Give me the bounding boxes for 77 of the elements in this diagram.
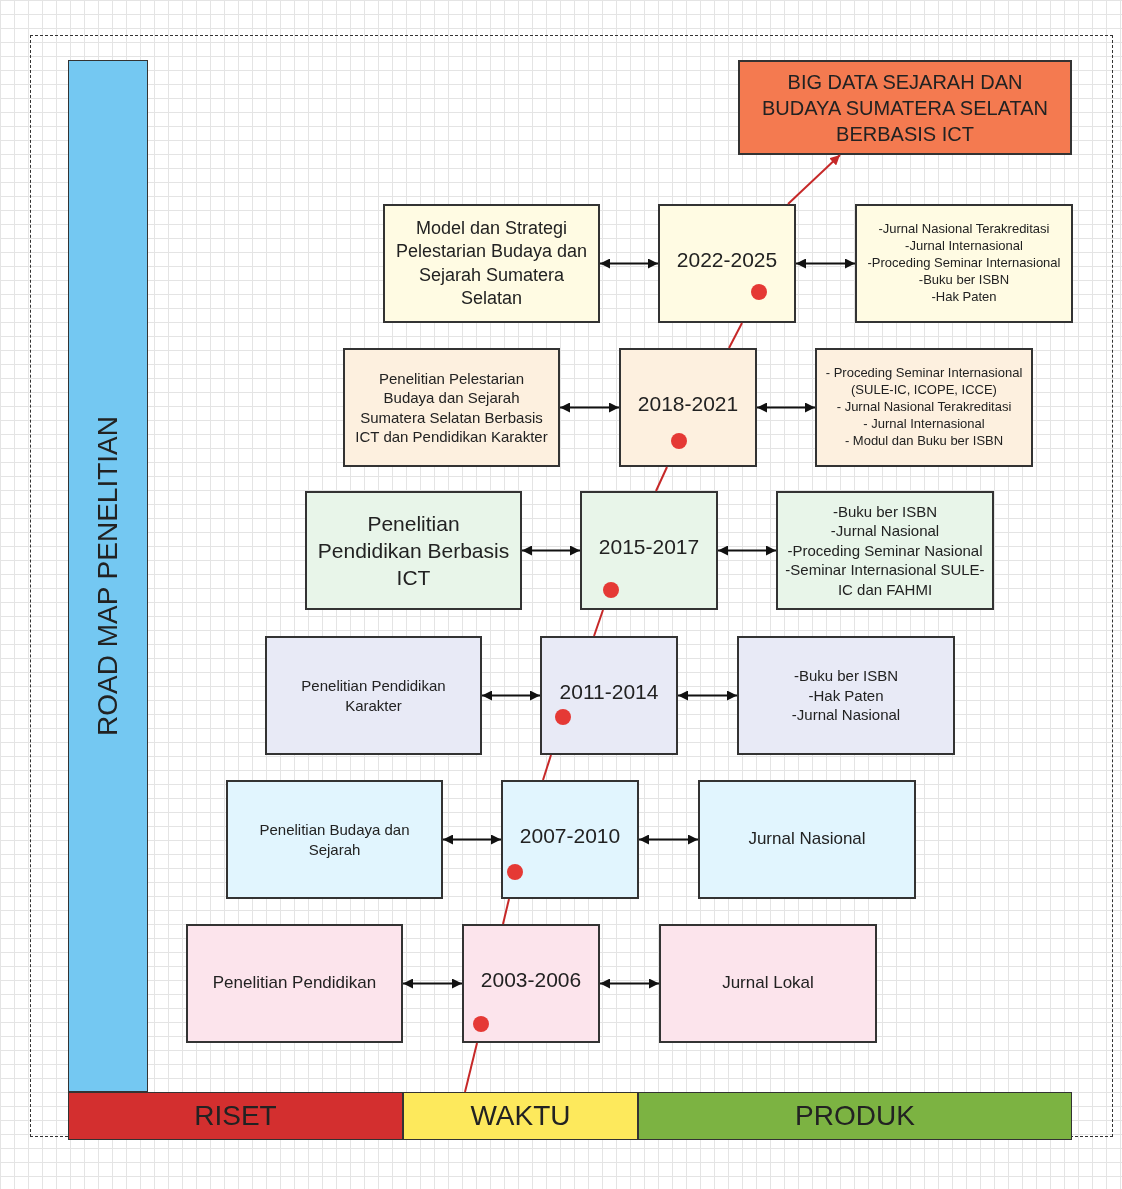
output-item: -Buku ber ISBN [832, 501, 938, 522]
output-item: -Hak Paten [931, 288, 997, 306]
vertical-band [68, 60, 148, 1092]
research-box [305, 491, 522, 610]
research-text: Penelitian Budaya dan Sejarah [258, 820, 411, 859]
output-item: -Proceding Seminar Nasional [787, 540, 983, 561]
timeline-line [502, 898, 510, 925]
band-title: WAKTU [470, 1098, 571, 1133]
output-box [659, 924, 877, 1043]
period-label: 2011-2014 [559, 678, 659, 705]
period-label: 2003-2006 [480, 966, 582, 993]
output-item: - Jurnal Internasional [863, 415, 985, 433]
output-box [855, 204, 1073, 323]
period-box [462, 924, 600, 1043]
research-text: Penelitian Pelestarian Budaya dan Sejarah Sumatera Selatan Berbasis ICT dan Pendidikan Karakter [355, 368, 548, 447]
period-label: 2022-2025 [676, 246, 778, 273]
period-label: 2018-2021 [637, 390, 739, 417]
period-label: 2015-2017 [598, 533, 700, 560]
output-box [815, 348, 1033, 467]
research-box [265, 636, 482, 755]
double-arrow [795, 258, 856, 269]
double-arrow [402, 978, 463, 989]
research-text: Penelitian Pendidikan Berbasis ICT [317, 510, 510, 592]
double-arrow [599, 978, 660, 989]
double-arrow [559, 402, 620, 413]
category-band [403, 1092, 638, 1140]
double-arrow [599, 258, 659, 269]
output-item: - Jurnal Nasional Terakreditasi [836, 399, 1012, 416]
period-box [658, 204, 796, 323]
goal-text: BIG DATA SEJARAH DAN BUDAYA SUMATERA SELATAN BERBASIS ICT [761, 69, 1049, 147]
output-item: -Jurnal Nasional [791, 705, 901, 725]
output-item: -Proceding Seminar Internasional [867, 255, 1061, 272]
timeline-line [655, 466, 668, 492]
timeline-line [593, 609, 604, 637]
double-arrow [442, 834, 502, 845]
research-box [383, 204, 600, 323]
timeline-line [542, 754, 552, 781]
output-item: -Hak Paten [808, 685, 884, 706]
output-box [776, 491, 994, 610]
output-box [698, 780, 916, 899]
double-arrow [677, 690, 738, 701]
research-text: Model dan Strategi Pelestarian Budaya dan Sejarah Sumatera Selatan [395, 216, 588, 310]
output-item: -Seminar Internasional SULE-IC dan FAHMI [784, 560, 986, 600]
output-item: - Proceding Seminar Internasional (SULE-IC, ICOPE, ICCE) [824, 365, 1024, 400]
band-title: PRODUK [795, 1098, 915, 1133]
period-label: 2007-2010 [519, 822, 621, 849]
output-box [737, 636, 955, 755]
category-band [68, 1092, 403, 1140]
output-item: -Jurnal Internasional [905, 238, 1023, 256]
double-arrow [717, 545, 777, 556]
output-item: -Buku ber ISBN [918, 271, 1010, 289]
output-item: - Modul dan Buku ber ISBN [844, 432, 1004, 450]
period-box [540, 636, 678, 755]
output-item: -Buku ber ISBN [793, 666, 899, 686]
research-text: Penelitian Pendidikan Karakter [300, 676, 447, 715]
research-text: Penelitian Pendidikan [212, 972, 377, 995]
band-title: ROAD MAP PENELITIAN [90, 416, 124, 736]
double-arrow [481, 690, 541, 701]
band-title: RISET [194, 1098, 277, 1133]
period-box [619, 348, 757, 467]
double-arrow [756, 402, 816, 413]
double-arrow [521, 545, 581, 556]
timeline-arrow [787, 154, 841, 205]
output-item: Jurnal Lokal [722, 972, 814, 995]
output-item: -Jurnal Nasional [830, 521, 940, 541]
period-box [580, 491, 718, 610]
goal-box [738, 60, 1072, 155]
timeline-line [464, 1042, 478, 1093]
double-arrow [638, 834, 699, 845]
research-box [343, 348, 560, 467]
output-item: Jurnal Nasional [748, 828, 866, 851]
period-box [501, 780, 639, 899]
timeline-line [728, 322, 743, 349]
research-box [226, 780, 443, 899]
research-box [186, 924, 403, 1043]
category-band [638, 1092, 1072, 1140]
output-item: -Jurnal Nasional Terakreditasi [878, 221, 1050, 239]
